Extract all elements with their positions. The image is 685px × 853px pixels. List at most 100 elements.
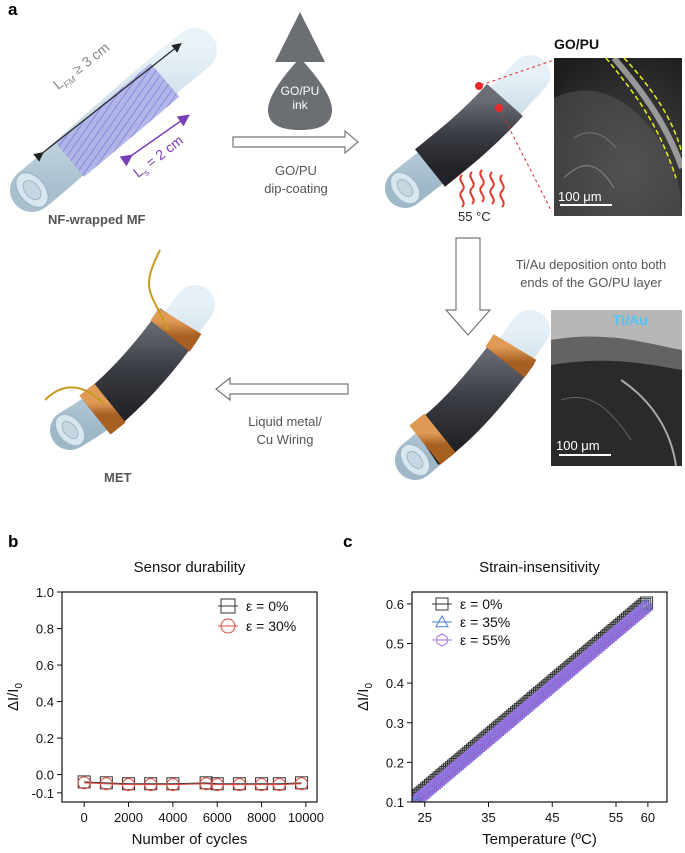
y-tick-label: 0.4 xyxy=(36,695,54,710)
end-caption: MET xyxy=(104,470,132,485)
data-point xyxy=(535,688,548,703)
data-point xyxy=(589,643,601,657)
met-fiber xyxy=(44,249,215,450)
data-point xyxy=(537,687,550,701)
data-point xyxy=(232,778,246,792)
layer-label: GO/PU xyxy=(554,36,600,52)
panel-b-letter: b xyxy=(8,532,19,551)
data-point xyxy=(522,700,534,714)
data-point xyxy=(77,776,91,790)
schematic-panel-a xyxy=(10,12,555,480)
data-point xyxy=(474,740,486,754)
data-point xyxy=(558,669,571,683)
data-point xyxy=(468,745,481,759)
data-point xyxy=(562,666,574,680)
axes-frame xyxy=(411,591,668,803)
y-tick-label: 0.8 xyxy=(36,622,54,637)
start-caption: NF-wrapped MF xyxy=(48,212,146,227)
data-point xyxy=(487,729,500,743)
data-point xyxy=(499,719,511,733)
data-point xyxy=(585,647,597,661)
data-point xyxy=(451,759,463,773)
data-point xyxy=(614,622,626,637)
legend-marker xyxy=(435,597,449,611)
y-tick-label: 0.5 xyxy=(386,637,404,652)
temperature-label: 55 °C xyxy=(458,209,491,224)
y-tick-label: 0.6 xyxy=(36,658,54,673)
data-point xyxy=(420,785,433,799)
data-point xyxy=(470,743,483,757)
data-point xyxy=(272,778,286,792)
data-point xyxy=(631,608,643,622)
data-point xyxy=(415,790,427,802)
data-point xyxy=(457,754,469,768)
legend-label: ε = 35% xyxy=(460,614,510,630)
sem-image-go-pu: 100 μm xyxy=(554,58,682,216)
data-point xyxy=(579,651,592,666)
data-point xyxy=(610,626,622,640)
data-point xyxy=(627,611,639,625)
data-point xyxy=(199,777,213,791)
panel-a-letter: a xyxy=(8,0,18,19)
data-point xyxy=(480,735,492,749)
data-point xyxy=(595,638,607,653)
data-point xyxy=(598,635,611,649)
legend-label: ε = 0% xyxy=(460,596,502,612)
process-arrow-3 xyxy=(215,376,349,402)
data-point xyxy=(514,706,527,720)
data-point xyxy=(556,671,569,685)
plot-area xyxy=(77,775,308,792)
data-point xyxy=(507,712,519,727)
legend-marker xyxy=(435,614,449,628)
data-point xyxy=(294,777,308,791)
plot-area xyxy=(412,596,654,802)
legend-label: ε = 55% xyxy=(460,632,510,648)
data-point xyxy=(453,758,465,772)
y-axis-label: ΔI/I0 xyxy=(355,683,375,712)
data-point xyxy=(547,679,559,693)
legend-marker xyxy=(220,618,236,634)
data-point xyxy=(422,783,435,797)
x-tick-label: 2000 xyxy=(114,810,143,825)
data-point xyxy=(455,756,467,770)
data-point xyxy=(541,684,553,698)
data-point xyxy=(489,727,502,741)
data-point xyxy=(413,791,425,802)
data-point xyxy=(99,777,113,791)
data-point xyxy=(619,618,632,632)
data-point xyxy=(497,721,509,735)
x-tick-label: 35 xyxy=(481,810,495,825)
data-point xyxy=(443,766,456,780)
data-point xyxy=(629,610,641,624)
y-tick-label: 0.2 xyxy=(386,755,404,770)
y-tick-label: 0.2 xyxy=(36,731,54,746)
step3-label: Liquid metal/Cu Wiring xyxy=(248,414,322,447)
y-tick-label: 0.6 xyxy=(386,597,404,612)
data-point xyxy=(428,778,441,793)
ink-drop-icon xyxy=(268,58,332,130)
data-point xyxy=(449,761,462,775)
sensor-length-arrow xyxy=(119,114,190,167)
data-point xyxy=(464,748,477,762)
data-point xyxy=(430,777,442,791)
data-point xyxy=(503,716,515,730)
data-point xyxy=(560,667,572,682)
chart-title: Strain-insensitivity xyxy=(479,559,600,576)
data-point xyxy=(501,717,513,731)
wire-left xyxy=(44,386,105,405)
data-point xyxy=(583,648,595,662)
data-point xyxy=(596,637,609,651)
data-point xyxy=(144,778,158,792)
data-point xyxy=(476,738,488,752)
data-point xyxy=(612,624,624,638)
coated-fiber xyxy=(385,55,550,208)
x-tick-label: 8000 xyxy=(247,810,276,825)
y-tick-label: 0.0 xyxy=(36,768,54,783)
x-axis-label: Number of cycles xyxy=(132,831,248,848)
data-point xyxy=(524,698,536,712)
data-point xyxy=(549,677,561,691)
data-point xyxy=(640,600,653,614)
legend-label: ε = 30% xyxy=(246,618,296,634)
x-tick-label: 60 xyxy=(641,810,655,825)
